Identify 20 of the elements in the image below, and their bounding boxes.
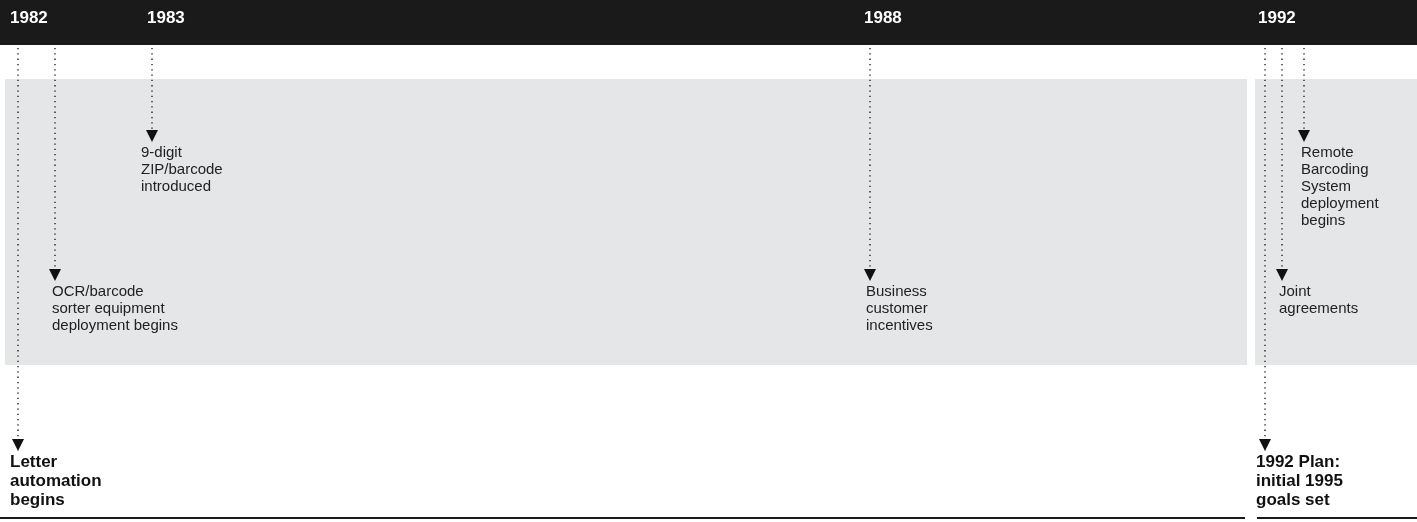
year-label: 1988 (864, 0, 916, 45)
dotted-arrow (1259, 47, 1271, 452)
dotted-arrow (146, 47, 158, 143)
timeline-band (1255, 79, 1417, 365)
dotted-arrow (1276, 47, 1288, 282)
event-label: Joint agreements (1279, 282, 1379, 322)
dotted-arrow (49, 47, 61, 282)
year-label: 1982 (10, 0, 62, 45)
event-label: Remote Barcoding System deployment begins (1301, 143, 1391, 263)
dotted-arrow (1298, 47, 1310, 143)
event-label: OCR/barcode sorter equipment deployment begins (52, 282, 180, 362)
year-label: 1983 (147, 0, 199, 45)
year-label: 1992 (1258, 0, 1310, 45)
milestone-label: 1992 Plan: initial 1995 goals set (1256, 452, 1368, 514)
dotted-arrow (12, 47, 24, 452)
timeline-band (5, 79, 1247, 365)
event-label: Business customer incentives (866, 282, 946, 342)
event-label: 9-digit ZIP/barcode introduced (141, 143, 229, 203)
dotted-arrow (864, 47, 876, 282)
milestone-label: Letter automation begins (10, 452, 115, 514)
